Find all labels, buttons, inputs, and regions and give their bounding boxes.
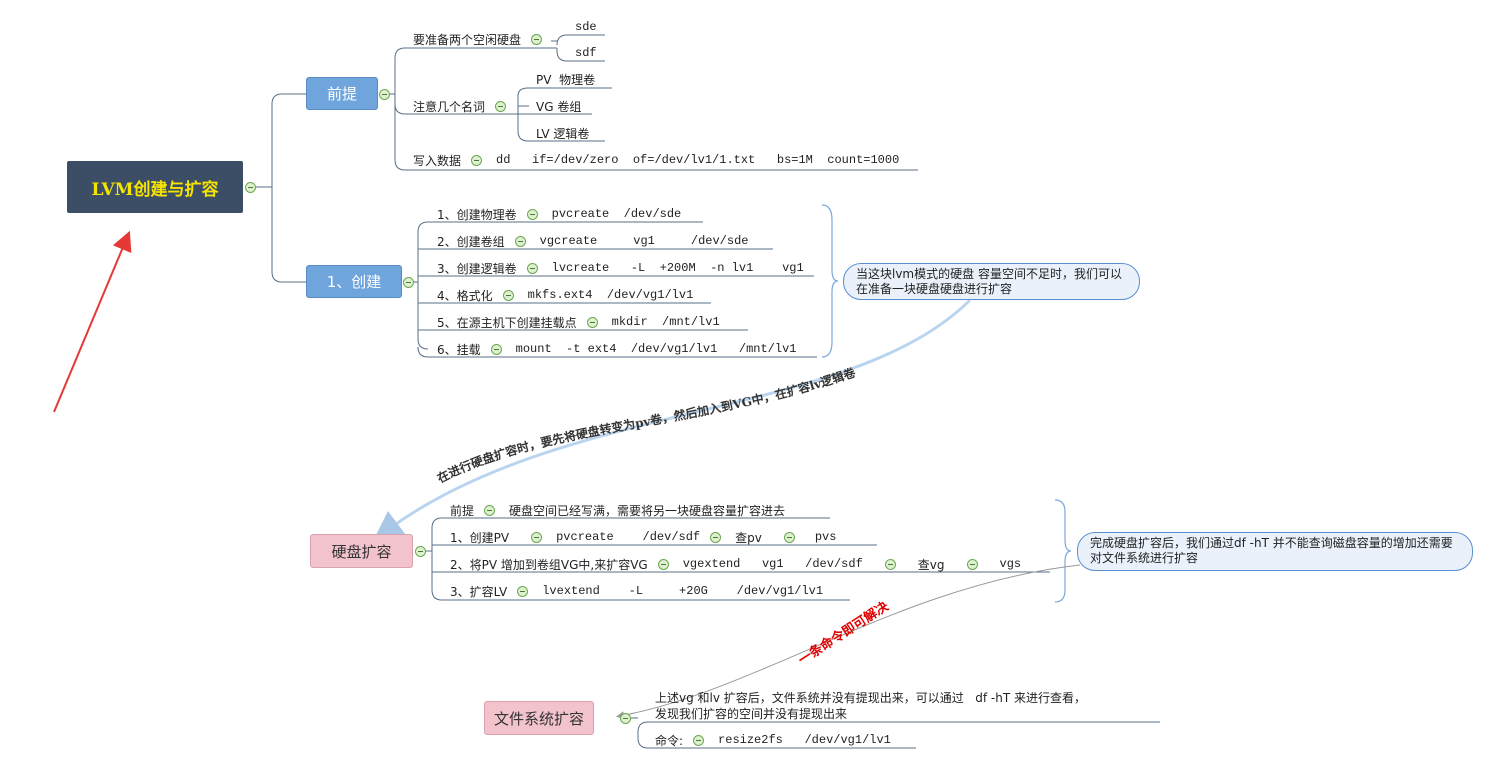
callout-note-2[interactable]: 完成硬盘扩容后，我们通过df -hT 并不能查询磁盘容量的增加还需要对文件系统进… bbox=[1077, 532, 1473, 571]
disk-sde[interactable]: sde bbox=[575, 20, 597, 34]
check-command: pvs bbox=[814, 530, 837, 544]
text: 硬盘空间已经写满，需要将另一块硬盘容量扩容进去 bbox=[509, 503, 786, 518]
command: mkfs.ext4 /dev/vg1/lv1 bbox=[527, 288, 694, 302]
command: pvcreate /dev/sdf bbox=[556, 530, 701, 544]
root-node[interactable]: LVM创建与扩容 bbox=[67, 161, 243, 213]
fs-command[interactable]: 命令: resize2fs /dev/vg1/lv1 bbox=[655, 732, 891, 748]
command: dd if=/dev/zero of=/dev/lv1/1.txt bs=1M … bbox=[496, 153, 900, 167]
collapse-icon[interactable] bbox=[620, 713, 631, 724]
premise-node[interactable]: 前提 bbox=[306, 77, 378, 110]
create-step[interactable]: 6、挂载 mount -t ext4 /dev/vg1/lv1 /mnt/lv1 bbox=[437, 341, 797, 357]
label: 3、创建逻辑卷 bbox=[437, 261, 517, 276]
term-pv[interactable]: PV 物理卷 bbox=[536, 72, 596, 87]
collapse-icon[interactable] bbox=[495, 100, 507, 112]
premise-terms[interactable]: 注意几个名词 bbox=[413, 98, 520, 114]
collapse-icon[interactable] bbox=[710, 531, 722, 543]
collapse-icon[interactable] bbox=[531, 33, 543, 45]
command: mkdir /mnt/lv1 bbox=[611, 315, 720, 329]
connector-2-label: 一条命令即可解决 bbox=[795, 598, 892, 669]
collapse-icon[interactable] bbox=[693, 734, 705, 746]
collapse-icon[interactable] bbox=[657, 558, 669, 570]
command: vgextend vg1 /dev/sdf bbox=[682, 557, 863, 571]
label: 注意几个名词 bbox=[413, 99, 486, 114]
label: 1、创建物理卷 bbox=[437, 207, 517, 222]
collapse-icon[interactable] bbox=[884, 558, 896, 570]
extend-step-2[interactable]: 2、将PV 增加到卷组VG中,来扩容VG vgextend vg1 /dev/sd… bbox=[450, 556, 1021, 572]
collapse-icon[interactable] bbox=[531, 531, 543, 543]
extend-step-3[interactable]: 3、扩容LV lvextend -L +20G /dev/vg1/lv1 bbox=[450, 583, 823, 599]
label: 1、创建PV bbox=[450, 530, 510, 545]
collapse-icon[interactable] bbox=[471, 154, 483, 166]
collapse-icon[interactable] bbox=[403, 277, 414, 288]
collapse-icon[interactable] bbox=[966, 558, 978, 570]
disk-sdf[interactable]: sdf bbox=[575, 46, 597, 60]
term-lv[interactable]: LV 逻辑卷 bbox=[536, 126, 590, 141]
connector-arrow-1 bbox=[373, 298, 972, 542]
check: 查pv bbox=[735, 530, 762, 545]
collapse-icon[interactable] bbox=[514, 235, 526, 247]
label: 前提 bbox=[450, 503, 475, 518]
create-step[interactable]: 2、创建卷组 vgcreate vg1 /dev/sde bbox=[437, 233, 748, 249]
create-step[interactable]: 3、创建逻辑卷 lvcreate -L +200M -n lv1 vg1 bbox=[437, 260, 804, 276]
label: 4、格式化 bbox=[437, 288, 493, 303]
collapse-icon[interactable] bbox=[517, 585, 529, 597]
fs-note-line-1[interactable]: 上述vg 和lv 扩容后，文件系统并没有提现出来，可以通过 df -hT 来进行… bbox=[655, 690, 1086, 705]
check: 查vg bbox=[917, 557, 945, 572]
label: 2、将PV 增加到卷组VG中,来扩容VG bbox=[450, 557, 648, 572]
label: 6、挂载 bbox=[437, 342, 481, 357]
fs-note-line-2[interactable]: 发现我们扩容的空间并没有提现出来 bbox=[655, 706, 848, 721]
term-vg[interactable]: VG 卷组 bbox=[536, 99, 582, 114]
extend-premise[interactable]: 前提 硬盘空间已经写满，需要将另一块硬盘容量扩容进去 bbox=[450, 502, 785, 518]
command: vgcreate vg1 /dev/sde bbox=[539, 234, 749, 248]
label: 5、在源主机下创建挂载点 bbox=[437, 315, 577, 330]
red-arrow-icon bbox=[53, 230, 132, 413]
collapse-icon[interactable] bbox=[484, 504, 496, 516]
create-step[interactable]: 1、创建物理卷 pvcreate /dev/sde bbox=[437, 206, 681, 222]
label: 3、扩容LV bbox=[450, 584, 508, 599]
premise-write[interactable]: 写入数据 dd if=/dev/zero of=/dev/lv1/1.txt bs… bbox=[413, 152, 899, 168]
collapse-icon[interactable] bbox=[502, 289, 514, 301]
connector-1-label: 在进行硬盘扩容时，要先将硬盘转变为pv卷，然后加入到VG中，在扩容lv逻辑卷 bbox=[435, 364, 859, 485]
label: 2、创建卷组 bbox=[437, 234, 505, 249]
filesystem-node[interactable]: 文件系统扩容 bbox=[484, 701, 594, 735]
label: 写入数据 bbox=[413, 153, 462, 168]
collapse-icon[interactable] bbox=[526, 208, 538, 220]
callout-note-1[interactable]: 当这块lvm模式的硬盘 容量空间不足时，我们可以在准备一块硬盘硬盘进行扩容 bbox=[843, 263, 1140, 300]
label: 命令: bbox=[655, 733, 684, 748]
connector-arrow-2 bbox=[616, 564, 1081, 720]
collapse-icon[interactable] bbox=[586, 316, 598, 328]
command: mount -t ext4 /dev/vg1/lv1 /mnt/lv1 bbox=[515, 342, 797, 356]
create-step[interactable]: 5、在源主机下创建挂载点 mkdir /mnt/lv1 bbox=[437, 314, 720, 330]
extend-node[interactable]: 硬盘扩容 bbox=[310, 534, 413, 568]
command: lvcreate -L +200M -n lv1 vg1 bbox=[551, 261, 804, 275]
command: lvextend -L +20G /dev/vg1/lv1 bbox=[542, 584, 824, 598]
collapse-icon[interactable] bbox=[245, 182, 256, 193]
collapse-icon[interactable] bbox=[490, 343, 502, 355]
collapse-icon[interactable] bbox=[526, 262, 538, 274]
create-step[interactable]: 4、格式化 mkfs.ext4 /dev/vg1/lv1 bbox=[437, 287, 693, 303]
collapse-icon[interactable] bbox=[783, 531, 795, 543]
brace-icon bbox=[821, 204, 1072, 603]
command: resize2fs /dev/vg1/lv1 bbox=[718, 733, 891, 747]
label: 要准备两个空闲硬盘 bbox=[413, 32, 522, 47]
check-command: vgs bbox=[999, 557, 1022, 571]
create-node[interactable]: 1、创建 bbox=[306, 265, 402, 298]
command: pvcreate /dev/sde bbox=[551, 207, 682, 221]
premise-disks[interactable]: 要准备两个空闲硬盘 bbox=[413, 31, 543, 47]
collapse-icon[interactable] bbox=[379, 89, 390, 100]
extend-step-1[interactable]: 1、创建PV pvcreate /dev/sdf 查pv pvs bbox=[450, 529, 836, 545]
collapse-icon[interactable] bbox=[415, 546, 426, 557]
